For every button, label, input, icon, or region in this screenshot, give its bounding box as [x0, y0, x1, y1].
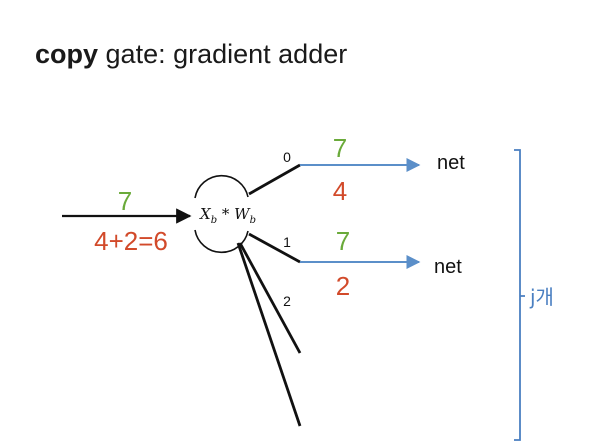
branch-0-forward-value: 7	[333, 133, 347, 163]
branch-1-target: net	[434, 256, 462, 278]
branch-2-edge-a	[238, 242, 302, 354]
page-title: copy gate: gradient adder	[35, 39, 347, 69]
input-forward-value: 7	[118, 186, 132, 216]
branch-0-index: 0	[283, 149, 291, 165]
branch-1-backward-value: 2	[336, 271, 350, 301]
branch-1-index: 1	[283, 234, 291, 250]
branch-0-backward-value: 4	[333, 176, 347, 206]
gate-node-lower-arc	[194, 229, 249, 254]
branch-2-index: 2	[283, 293, 291, 309]
title-bold: copy	[35, 39, 98, 69]
branch-2-edge-b	[236, 242, 302, 427]
input-backward-value: 4+2=6	[94, 226, 168, 256]
title-rest: gate: gradient adder	[98, 39, 347, 69]
branch-0-edge	[248, 163, 301, 196]
brace-label: j개	[529, 285, 554, 309]
gate-node-upper-arc	[194, 174, 249, 199]
branch-0-target: net	[437, 152, 465, 174]
branch-1-forward-value: 7	[336, 226, 350, 256]
branch-1-edge	[248, 232, 301, 264]
gate-node-label: Xb * Wb	[199, 205, 256, 226]
right-brace	[514, 149, 525, 441]
